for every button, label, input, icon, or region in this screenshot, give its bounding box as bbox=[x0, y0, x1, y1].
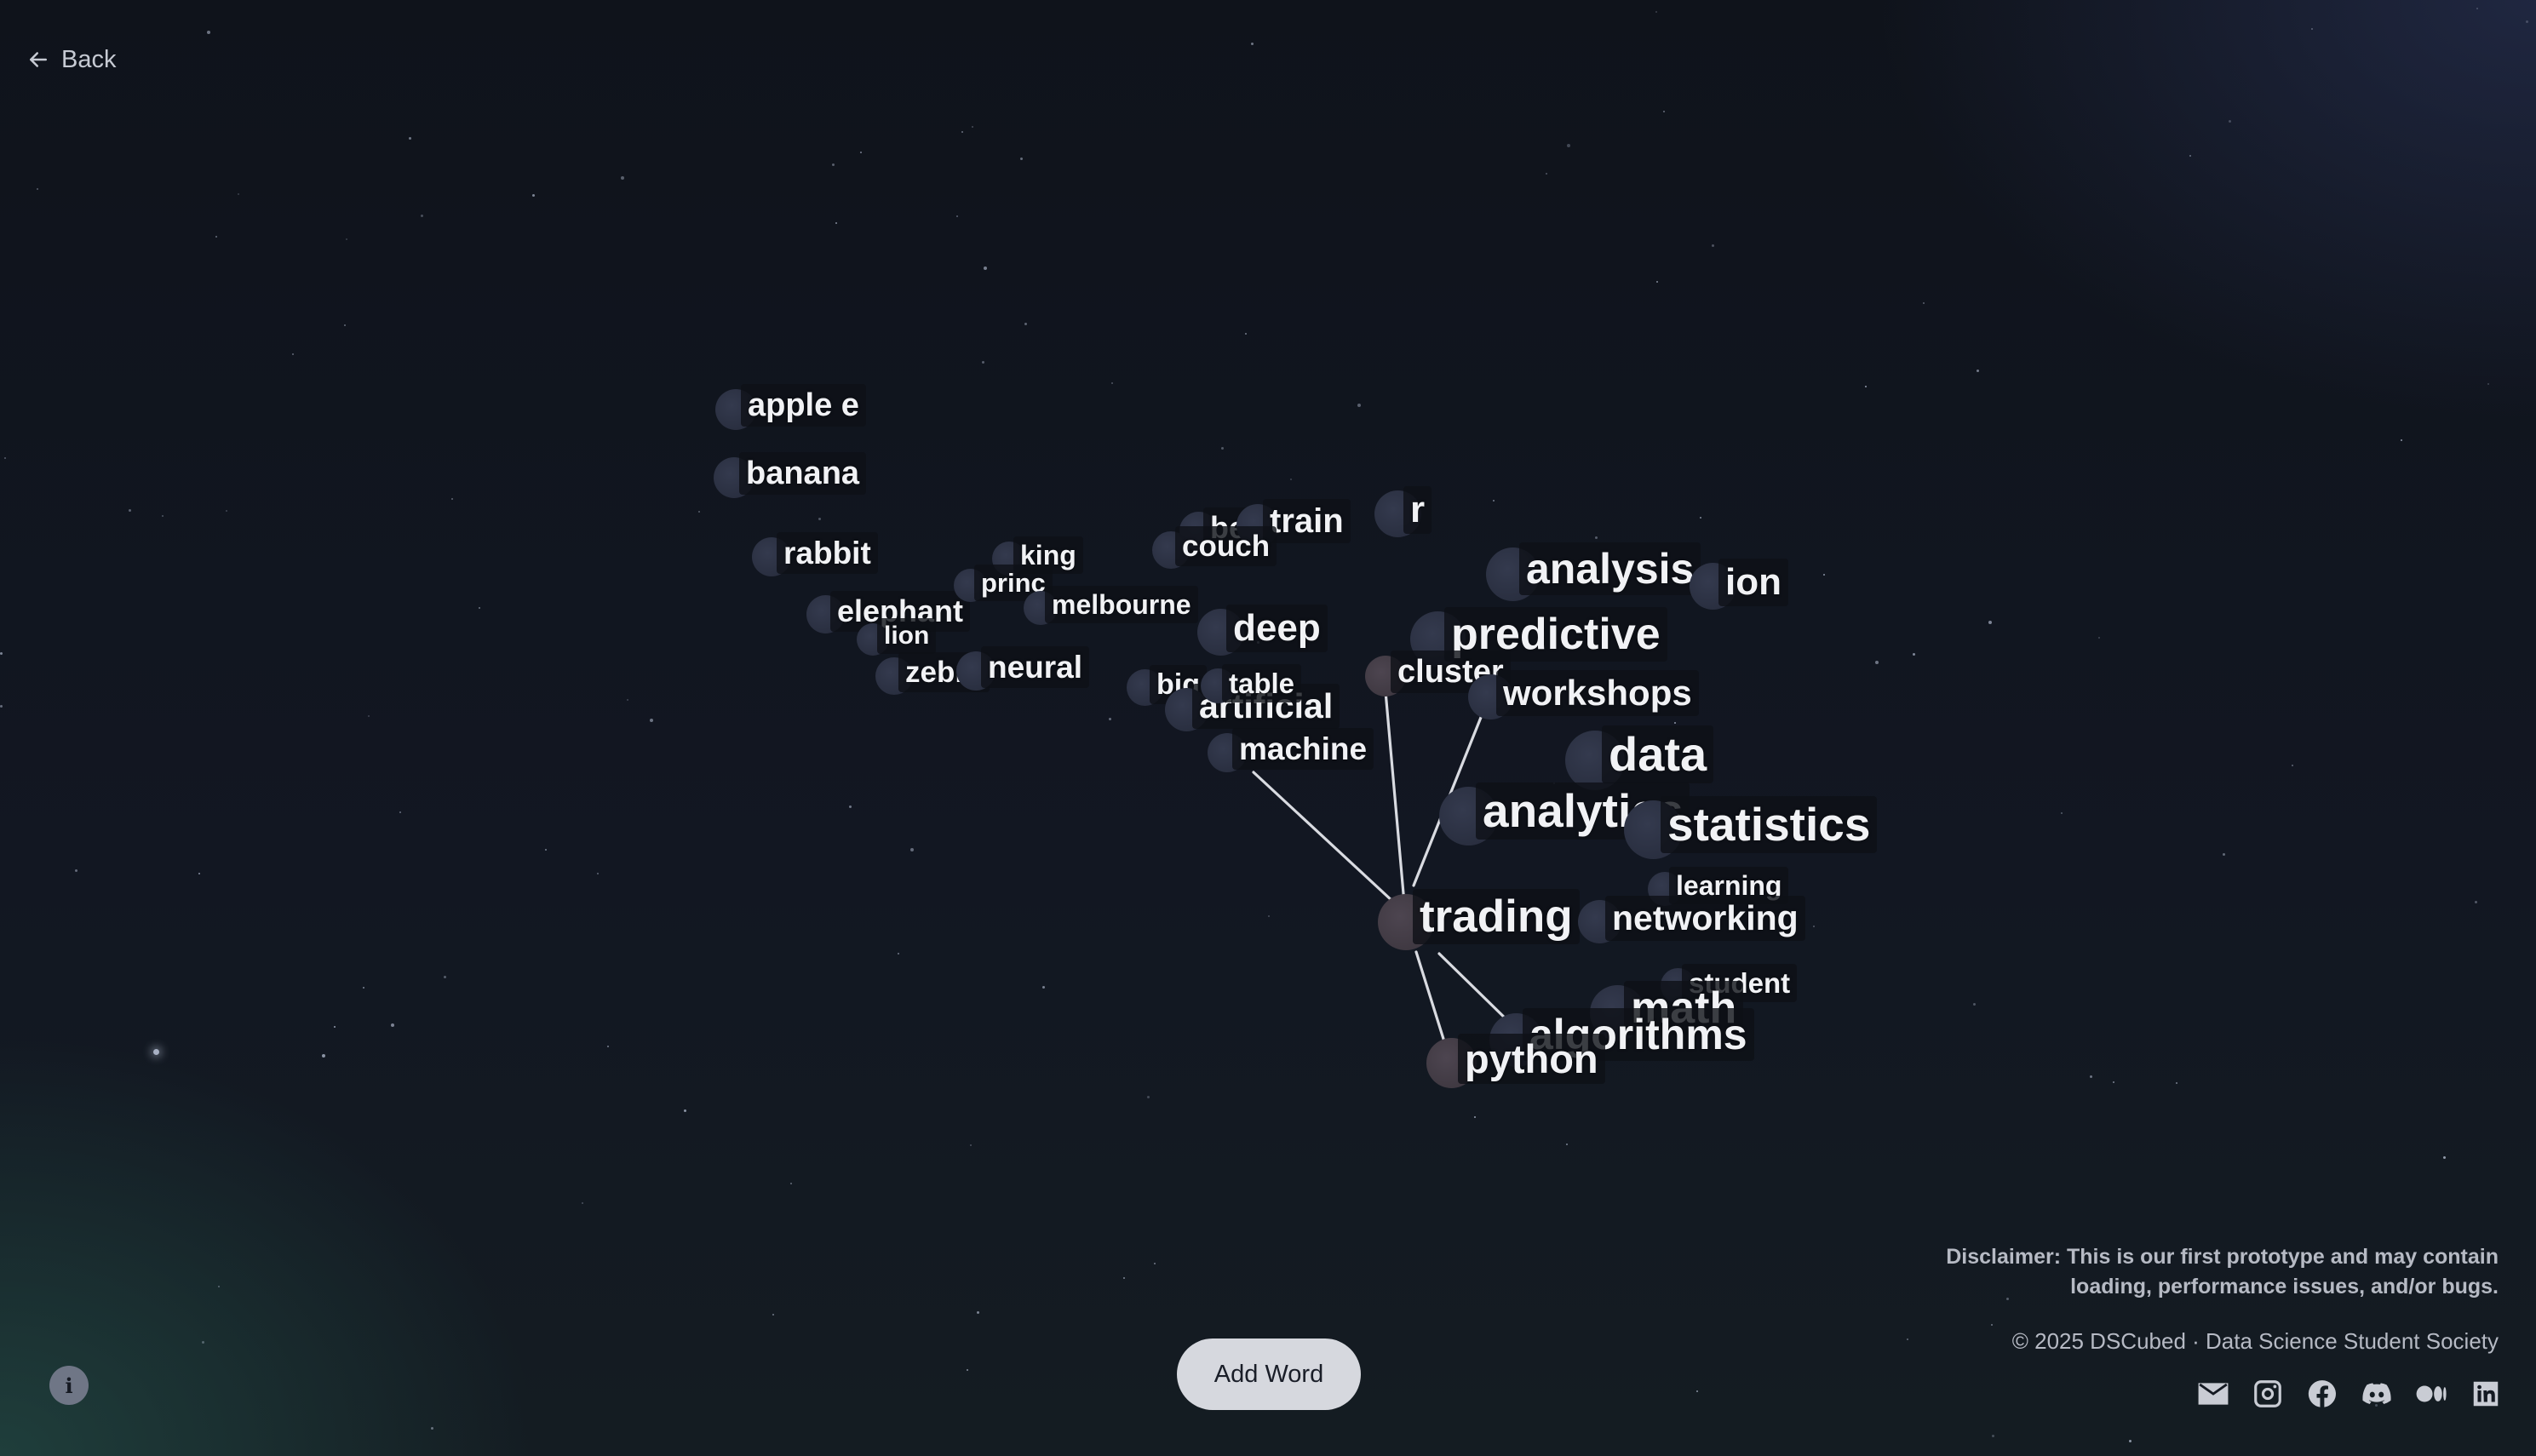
word-node[interactable]: apple e bbox=[715, 384, 866, 430]
word-label: networking bbox=[1605, 895, 1805, 941]
back-button[interactable]: Back bbox=[26, 43, 116, 77]
mail-icon[interactable] bbox=[2197, 1378, 2229, 1410]
discord-icon[interactable] bbox=[2361, 1378, 2393, 1410]
word-label: workshops bbox=[1496, 669, 1699, 716]
word-label: lion bbox=[877, 618, 937, 655]
word-node[interactable]: lion bbox=[857, 618, 937, 656]
word-node[interactable]: train bbox=[1236, 499, 1351, 547]
word-label: table bbox=[1222, 663, 1302, 702]
word-label: rabbit bbox=[777, 532, 878, 575]
word-node[interactable]: ion bbox=[1689, 558, 1788, 610]
disclaimer-line: Disclaimer: This is our first prototype … bbox=[1946, 1245, 2499, 1269]
word-node[interactable]: data bbox=[1564, 725, 1714, 790]
disclaimer-line: loading, performance issues, and/or bugs… bbox=[2070, 1275, 2499, 1298]
word-node[interactable]: deep bbox=[1196, 604, 1328, 656]
word-node[interactable]: networking bbox=[1578, 895, 1805, 944]
add-word-button[interactable]: Add Word bbox=[1177, 1338, 1361, 1410]
word-node[interactable]: python bbox=[1426, 1033, 1605, 1089]
word-node[interactable]: analysis bbox=[1485, 542, 1701, 601]
word-label: analysis bbox=[1519, 542, 1701, 595]
word-node[interactable]: r bbox=[1374, 485, 1432, 538]
word-label: machine bbox=[1232, 728, 1374, 771]
word-node[interactable]: table bbox=[1200, 663, 1302, 704]
word-label: r bbox=[1403, 485, 1432, 534]
word-node[interactable]: banana bbox=[714, 452, 867, 498]
linkedin-icon[interactable] bbox=[2470, 1378, 2502, 1410]
back-label: Back bbox=[61, 45, 117, 73]
word-node[interactable]: melbourne bbox=[1024, 586, 1198, 625]
word-label: deep bbox=[1226, 604, 1328, 652]
arrow-left-icon bbox=[30, 52, 47, 67]
word-label: ion bbox=[1718, 558, 1788, 606]
disclaimer: Disclaimer: This is our first prototype … bbox=[1732, 1242, 2499, 1302]
medium-icon[interactable] bbox=[2415, 1378, 2447, 1410]
copyright: © 2025 DSCubed · Data Science Student So… bbox=[2011, 1328, 2499, 1354]
word-node[interactable]: workshops bbox=[1468, 669, 1699, 720]
word-node[interactable]: trading bbox=[1378, 889, 1580, 950]
info-icon[interactable]: i bbox=[49, 1366, 89, 1405]
word-label: apple e bbox=[741, 384, 866, 427]
word-label: python bbox=[1458, 1033, 1605, 1084]
graph-edge bbox=[1414, 950, 1449, 1054]
word-label: statistics bbox=[1661, 795, 1878, 853]
graph-edge bbox=[1384, 690, 1407, 914]
instagram-icon[interactable] bbox=[2252, 1378, 2284, 1410]
word-label: data bbox=[1602, 725, 1714, 784]
word-label: couch bbox=[1175, 526, 1277, 567]
social-links bbox=[2197, 1378, 2502, 1410]
word-label: melbourne bbox=[1045, 586, 1198, 624]
word-label: trading bbox=[1413, 889, 1580, 945]
word-node[interactable]: rabbit bbox=[752, 532, 878, 576]
word-node[interactable]: couch bbox=[1151, 526, 1277, 569]
word-node[interactable]: machine bbox=[1208, 728, 1374, 772]
facebook-icon[interactable] bbox=[2306, 1378, 2338, 1410]
word-node[interactable]: neural bbox=[956, 646, 1090, 691]
word-label: train bbox=[1263, 499, 1351, 544]
word-node[interactable]: statistics bbox=[1624, 795, 1878, 860]
graph-edge bbox=[1252, 771, 1407, 914]
word-label: neural bbox=[981, 646, 1090, 689]
word-label: banana bbox=[739, 452, 867, 496]
